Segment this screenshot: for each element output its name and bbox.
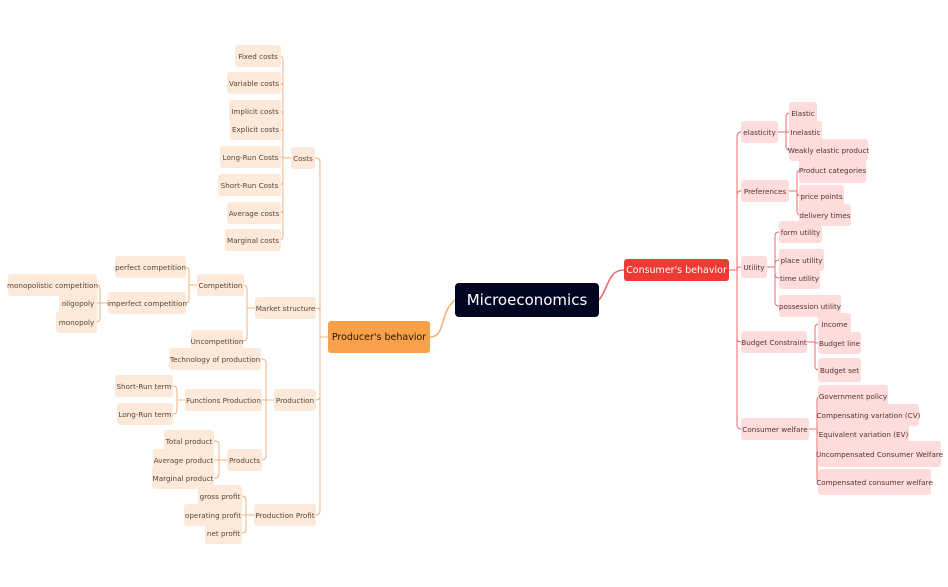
topic-equivalent-variation-ev[interactable]: Equivalent variation (EV) — [818, 423, 909, 445]
topic-average-costs[interactable]: Average costs — [227, 202, 281, 224]
connector — [261, 400, 267, 461]
topic-oligopoly[interactable]: oligopoly — [59, 292, 97, 314]
topic-place-utility[interactable]: place utility — [779, 249, 824, 271]
topic-delivery-times[interactable]: delivery times — [799, 204, 851, 226]
connector — [736, 190, 742, 270]
topic-average-product[interactable]: Average product — [153, 449, 214, 471]
topic-short-run-costs[interactable]: Short-Run Costs — [218, 174, 281, 196]
connector — [241, 495, 247, 515]
topic-production-profit[interactable]: Production Profit — [254, 504, 316, 526]
topic-explicit-costs[interactable]: Explicit costs — [230, 118, 281, 140]
connector — [172, 385, 178, 400]
topic-net-profit[interactable]: net profit — [205, 522, 242, 544]
connector — [214, 440, 220, 460]
connector — [242, 308, 248, 342]
topic-variable-costs[interactable]: Variable costs — [227, 72, 281, 94]
connector — [315, 307, 321, 337]
connector — [429, 299, 456, 338]
topic-imperfect-competition[interactable]: imperfect competition — [107, 292, 187, 314]
topic-microeconomics[interactable]: Microeconomics — [455, 283, 599, 317]
topic-producer-s-behavior[interactable]: Producer's behavior — [328, 321, 430, 353]
connector — [214, 460, 220, 479]
topic-budget-line[interactable]: Budget line — [818, 332, 861, 354]
connector — [278, 158, 284, 241]
topic-costs[interactable]: Costs — [291, 147, 315, 169]
topic-perfect-competition[interactable]: perfect competition — [115, 256, 186, 278]
topic-product-categories[interactable]: Product categories — [799, 157, 866, 183]
topic-production[interactable]: Production — [274, 389, 316, 411]
topic-income[interactable]: Income — [818, 313, 851, 335]
topic-budget-constraint[interactable]: Budget Constraint — [741, 331, 807, 353]
topic-monopolistic-competition[interactable]: monopolistic competition — [7, 274, 98, 296]
topic-fixed-costs[interactable]: Fixed costs — [235, 45, 281, 67]
topic-consumer-welfare[interactable]: Consumer welfare — [741, 418, 809, 440]
connector — [774, 231, 780, 267]
topic-long-run-term[interactable]: Long-Run term — [117, 403, 173, 425]
connector — [241, 515, 247, 534]
topic-uncompensated-consumer-welfare[interactable]: Uncompensated Consumer Welfare — [816, 441, 943, 467]
topic-marginal-product[interactable]: Marginal product — [152, 467, 214, 489]
topic-monopoly[interactable]: monopoly — [56, 311, 97, 333]
topic-compensated-consumer-welfare[interactable]: Compensated consumer welfare — [816, 469, 933, 495]
topic-government-policy[interactable]: Government policy — [818, 385, 888, 407]
topic-short-run-term[interactable]: Short-Run term — [115, 375, 173, 397]
topic-long-run-costs[interactable]: Long-Run Costs — [220, 146, 281, 168]
connector — [598, 269, 625, 301]
connector — [315, 157, 321, 337]
connector — [774, 267, 780, 307]
topic-elasticity[interactable]: elasticity — [741, 121, 778, 143]
connector — [736, 270, 742, 430]
connector — [261, 358, 267, 400]
topic-competition[interactable]: Competition — [197, 274, 244, 296]
topic-products[interactable]: Products — [227, 449, 262, 471]
topic-time-utility[interactable]: time utility — [779, 267, 820, 289]
topic-market-structure[interactable]: Market structure — [255, 297, 316, 319]
topic-functions-production[interactable]: Functions Production — [185, 389, 262, 411]
topic-operating-profit[interactable]: operating profit — [184, 504, 242, 526]
connector — [315, 337, 321, 516]
connector — [281, 156, 284, 159]
connector — [736, 131, 742, 270]
topic-marginal-costs[interactable]: Marginal costs — [225, 229, 281, 251]
connector — [315, 337, 321, 401]
connector — [172, 400, 178, 415]
topic-gross-profit[interactable]: gross profit — [198, 485, 242, 507]
connector — [774, 259, 780, 267]
topic-total-product[interactable]: Total product — [164, 430, 214, 452]
connector — [736, 270, 742, 343]
topic-weakly-elastic-product[interactable]: Weakly elastic product — [788, 139, 869, 161]
topic-utility[interactable]: Utility — [741, 256, 767, 278]
topic-price-points[interactable]: price points — [799, 185, 844, 207]
topic-possession-utility[interactable]: possession utility — [779, 295, 841, 317]
topic-compensating-variation-cv[interactable]: Compensating variation (CV) — [817, 404, 920, 426]
connector — [736, 266, 741, 271]
topic-budget-set[interactable]: Budget set — [818, 358, 861, 382]
topic-implicit-costs[interactable]: Implicit costs — [229, 100, 281, 122]
topic-uncompetition[interactable]: Uncompetition — [191, 330, 243, 352]
topic-preferences[interactable]: Preferences — [741, 180, 789, 202]
topic-technology-of-production[interactable]: Technology of production — [169, 348, 261, 370]
topic-consumer-s-behavior[interactable]: Consumer's behavior — [624, 259, 729, 281]
topic-inelastic[interactable]: Inelastic — [789, 121, 822, 143]
topic-form-utility[interactable]: form utility — [779, 221, 822, 243]
topic-elastic[interactable]: Elastic — [789, 102, 817, 124]
